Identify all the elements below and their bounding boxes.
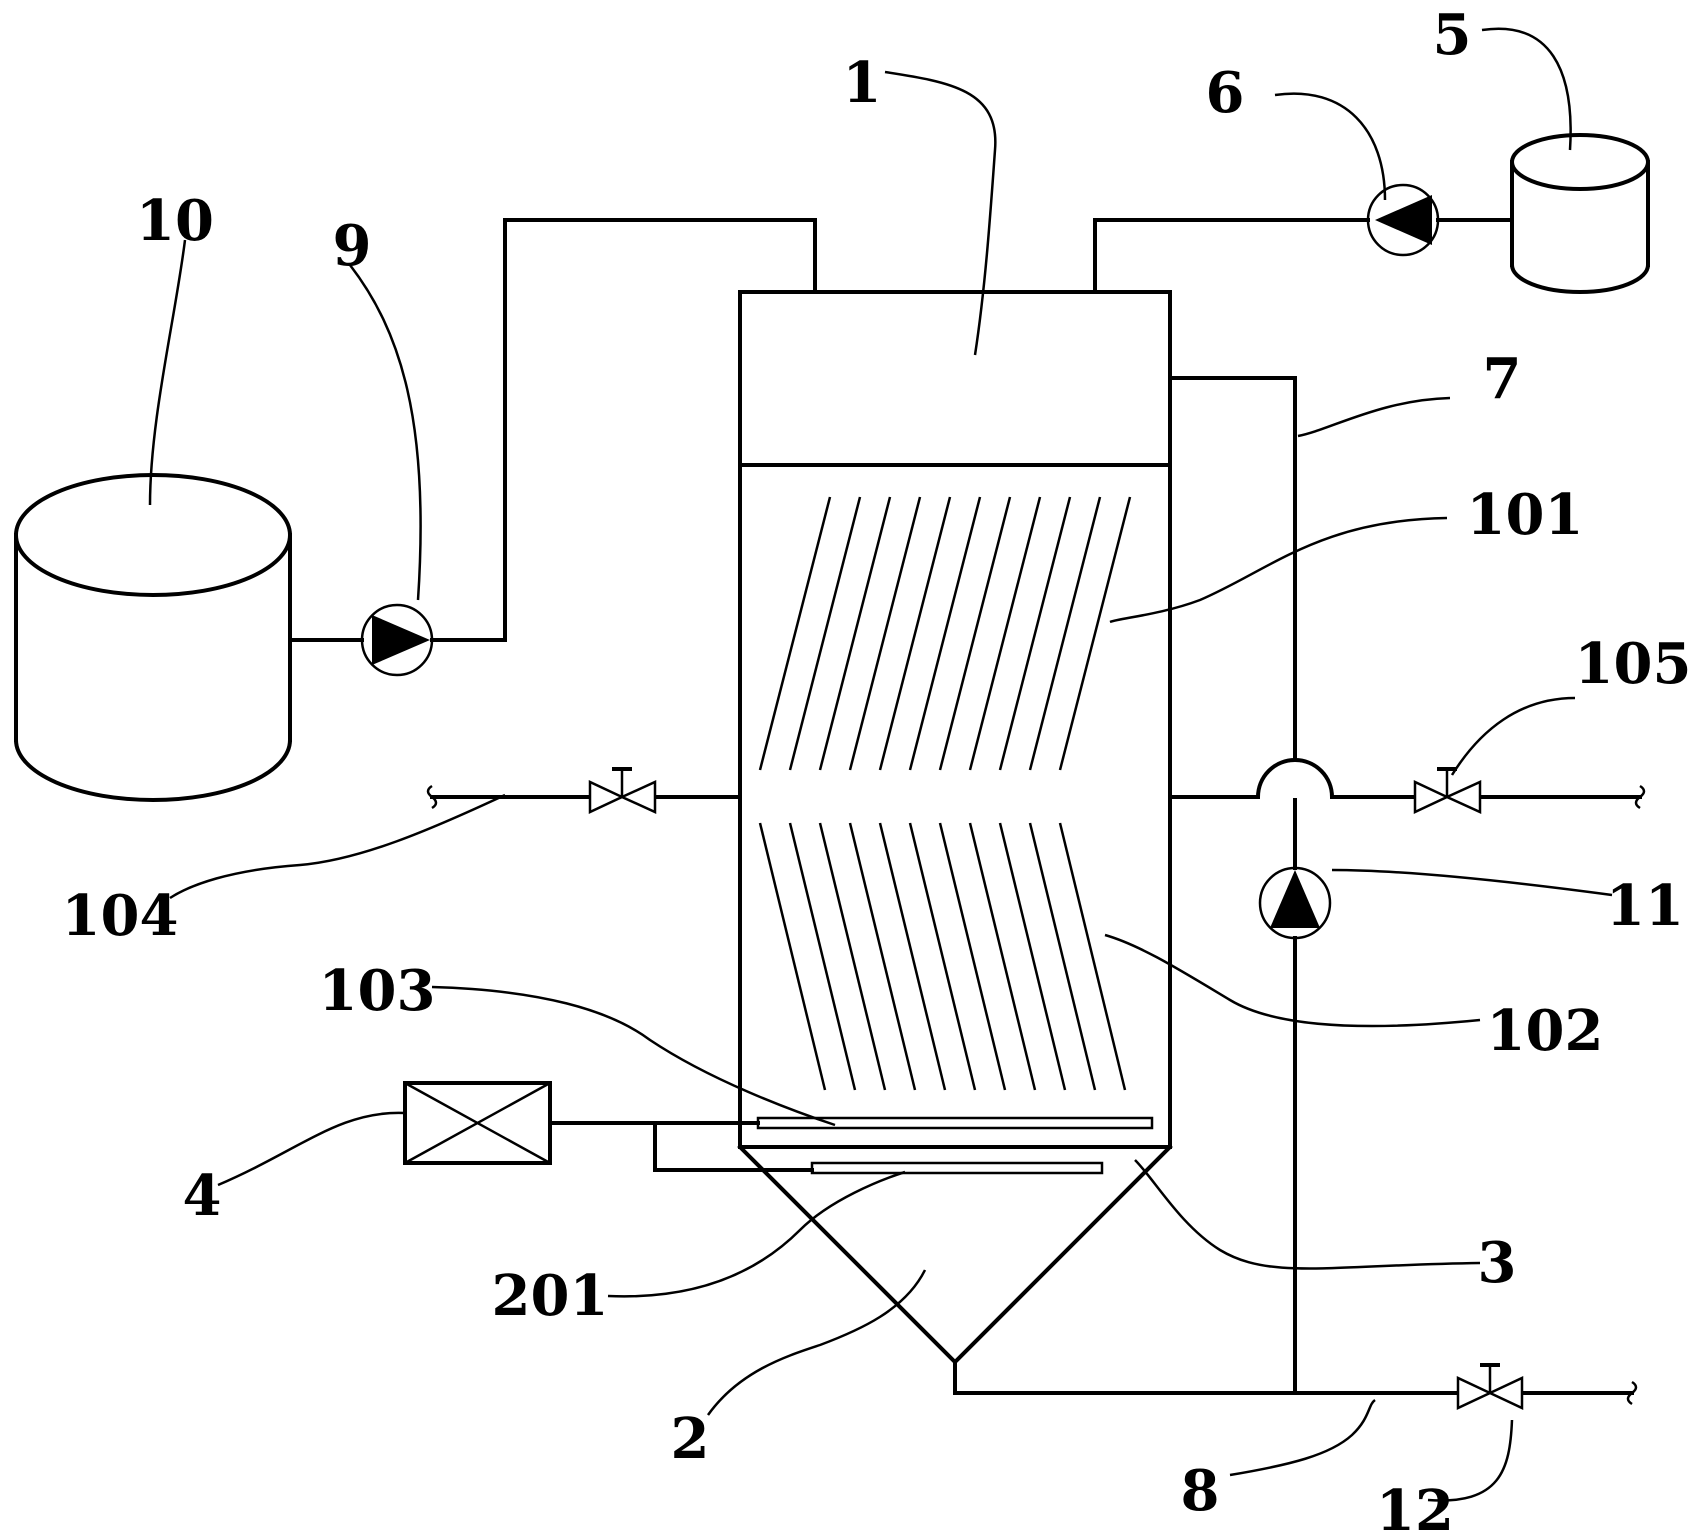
upper-plate <box>968 496 1042 771</box>
side-pipe-104 <box>426 784 742 810</box>
upper-plate <box>818 496 892 771</box>
discharge-pipe <box>953 1360 1638 1406</box>
label-2: 2 <box>671 1406 710 1472</box>
upper-plate <box>938 496 1012 771</box>
lower-inclined-plates <box>758 822 1127 1091</box>
aeration-pipe-201 <box>810 1161 1104 1175</box>
upper-plate <box>1028 496 1102 771</box>
pump-6 <box>1366 183 1440 257</box>
pump-9 <box>360 603 434 677</box>
side-pipe-105 <box>1168 758 1646 810</box>
recirculation-pipe <box>1168 376 1297 1395</box>
upper-plate <box>908 496 982 771</box>
label-201: 201 <box>492 1263 609 1329</box>
valve-12 <box>1456 1363 1524 1410</box>
lower-plate <box>848 822 917 1091</box>
feed-pipe <box>288 218 817 642</box>
lower-plate <box>908 822 977 1091</box>
label-105: 105 <box>1575 631 1692 697</box>
valve-104 <box>588 767 657 814</box>
label-6: 6 <box>1206 60 1245 126</box>
label-103: 103 <box>319 958 436 1024</box>
upper-plate <box>788 496 862 771</box>
lower-plate <box>938 822 1007 1091</box>
label-9: 9 <box>333 213 372 279</box>
upper-plate <box>998 496 1072 771</box>
valve-105 <box>1413 767 1482 814</box>
label-102: 102 <box>1487 998 1604 1064</box>
pump-11 <box>1258 866 1332 940</box>
large-tank <box>13 473 293 802</box>
leader-lines <box>148 27 1613 1502</box>
label-12: 12 <box>1376 1478 1454 1537</box>
lower-plate <box>968 822 1037 1091</box>
lower-plate <box>1028 822 1097 1091</box>
label-4: 4 <box>183 1163 222 1229</box>
lower-plate <box>1058 822 1127 1091</box>
small-tank <box>1509 133 1651 294</box>
lower-plate <box>758 822 827 1091</box>
lower-plate <box>788 822 857 1091</box>
upper-inclined-plates <box>758 496 1132 771</box>
label-7: 7 <box>1483 346 1522 412</box>
reactor-vessel <box>738 290 1172 1149</box>
label-11: 11 <box>1606 873 1684 939</box>
label-101: 101 <box>1467 482 1584 548</box>
lower-plate <box>998 822 1067 1091</box>
conical-hopper <box>737 1144 1173 1365</box>
dosing-pipe <box>1093 218 1514 294</box>
upper-plate <box>848 496 922 771</box>
label-5: 5 <box>1433 2 1472 68</box>
label-3: 3 <box>1478 1230 1517 1296</box>
lower-plate <box>878 822 947 1091</box>
lower-plate <box>818 822 887 1091</box>
label-8: 8 <box>1181 1458 1220 1524</box>
label-1: 1 <box>843 50 882 116</box>
aeration-device-box <box>403 1081 814 1172</box>
upper-plate <box>878 496 952 771</box>
label-10: 10 <box>136 188 214 254</box>
upper-plate <box>758 496 832 771</box>
upper-plate <box>1058 496 1132 771</box>
label-104: 104 <box>62 883 179 949</box>
